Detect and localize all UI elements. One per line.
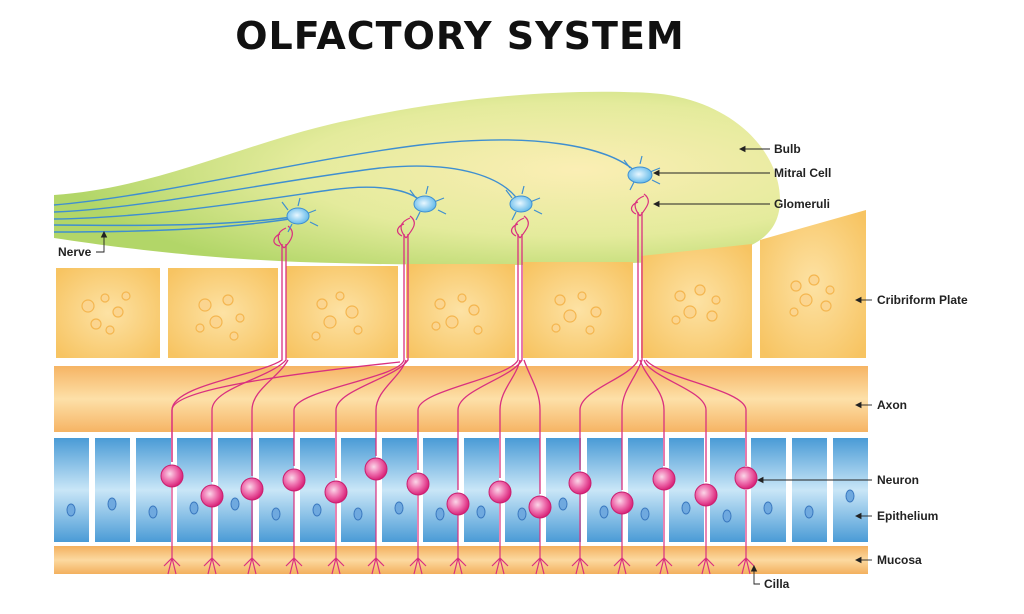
- neurons: [160, 457, 758, 519]
- neuron-cell: [652, 467, 676, 491]
- glomeruli: [273, 193, 649, 249]
- label-glomeruli: Glomeruli: [774, 197, 830, 211]
- neuron-cell: [446, 492, 470, 516]
- leader-lines: [96, 145, 872, 585]
- plate-cell: [641, 244, 752, 358]
- axon-layer: [54, 366, 868, 432]
- plate-cell: [168, 268, 278, 358]
- neuron-dendrites: [171, 480, 747, 560]
- plate-cell: [406, 264, 515, 358]
- label-axon: Axon: [877, 398, 907, 412]
- neuron-cell: [694, 483, 718, 507]
- neuron-cell: [282, 468, 306, 492]
- neuron-cell: [200, 484, 224, 508]
- mitral-cell: [281, 197, 319, 233]
- neuron-cell: [610, 491, 634, 515]
- neuron-cell: [240, 477, 264, 501]
- cribriform-plate: [56, 210, 866, 358]
- mitral-cell: [413, 195, 437, 213]
- nerve-fibers: [53, 139, 639, 233]
- neuron-cell: [364, 457, 388, 481]
- mitral-cell: [509, 195, 533, 213]
- olfactory-axons: [171, 212, 747, 494]
- neuron-cell: [488, 480, 512, 504]
- label-bulb: Bulb: [774, 142, 801, 156]
- label-cribriform-plate: Cribriform Plate: [877, 293, 968, 307]
- neuron-cell: [160, 464, 184, 488]
- neuron-cell: [568, 471, 592, 495]
- neuron-cell: [734, 466, 758, 490]
- neuron-cell: [406, 472, 430, 496]
- label-cilla: Cilla: [764, 577, 790, 591]
- label-mitral-cell: Mitral Cell: [774, 166, 831, 180]
- cilia: [163, 557, 755, 575]
- mitral-cells: [281, 155, 661, 233]
- label-nerve: Nerve: [58, 245, 92, 259]
- plate-cell: [56, 268, 160, 358]
- mitral-cell: [627, 166, 653, 184]
- plate-cell: [286, 266, 398, 358]
- label-neuron: Neuron: [877, 473, 919, 487]
- neuron-cell: [324, 480, 348, 504]
- mitral-cell: [286, 207, 310, 225]
- label-epithelium: Epithelium: [877, 509, 938, 523]
- plate-cell: [523, 262, 633, 358]
- diagram-title: OLFACTORY SYSTEM: [235, 14, 685, 58]
- olfactory-bulb: [54, 91, 780, 265]
- neuron-cell: [528, 495, 552, 519]
- label-mucosa: Mucosa: [877, 553, 922, 567]
